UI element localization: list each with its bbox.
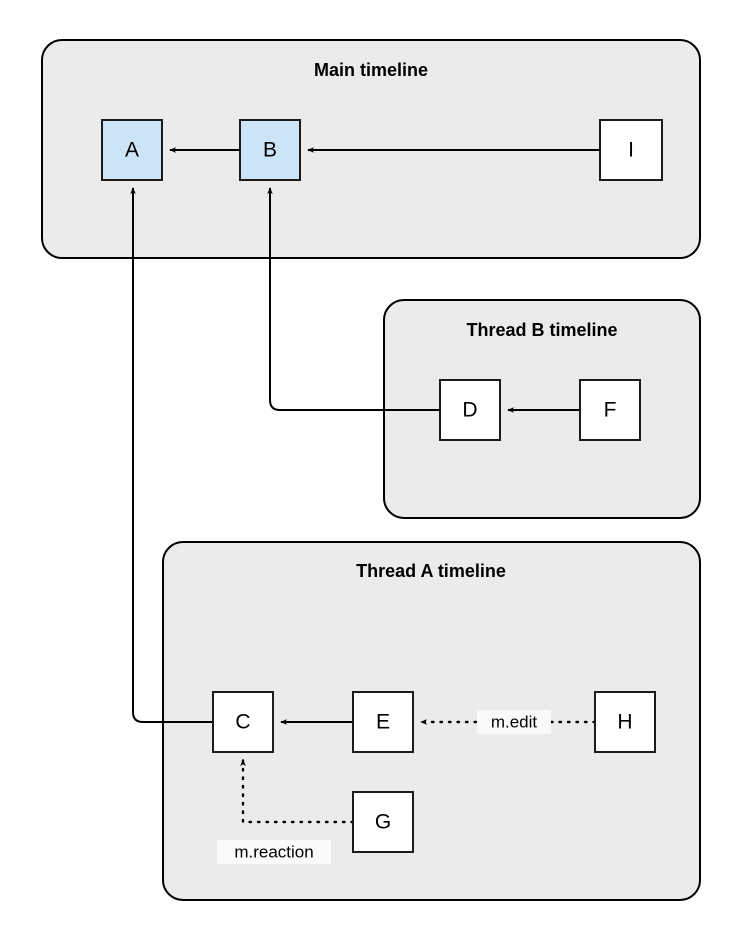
node-c-label: C (235, 711, 250, 734)
edge-label-m-reaction-text: m.reaction (234, 842, 313, 861)
node-b-box[interactable] (239, 119, 301, 181)
node-h-label: H (617, 711, 632, 734)
edge-label-m-reaction-bg (217, 840, 331, 864)
node-e[interactable]: E (352, 691, 414, 753)
node-f-label: F (604, 399, 617, 422)
node-d-label: D (462, 399, 477, 422)
node-f-box[interactable] (579, 379, 641, 441)
edge-label-m-edit-bg (477, 710, 551, 734)
node-d[interactable]: D (439, 379, 501, 441)
node-i-label: I (628, 139, 634, 162)
group-main-timeline-title: Main timeline (314, 60, 428, 80)
edge-label-m-edit-text: m.edit (491, 712, 538, 731)
node-a[interactable]: A (101, 119, 163, 181)
edge-label-m-edit: m.edit (477, 710, 551, 734)
edge-label-m-reaction: m.reaction (217, 840, 331, 864)
node-g[interactable]: G (352, 791, 414, 853)
node-c-box[interactable] (212, 691, 274, 753)
group-thread-a-timeline-title: Thread A timeline (356, 561, 506, 581)
edge-d-to-b (267, 187, 440, 411)
node-h-box[interactable] (594, 691, 656, 753)
group-thread-b-timeline-title: Thread B timeline (466, 320, 617, 340)
node-e-box[interactable] (352, 691, 414, 753)
node-b-label: B (263, 139, 277, 162)
node-a-box[interactable] (101, 119, 163, 181)
node-g-label: G (375, 811, 391, 834)
node-e-label: E (376, 711, 390, 734)
node-h[interactable]: H (594, 691, 656, 753)
node-b[interactable]: B (239, 119, 301, 181)
node-i[interactable]: I (599, 119, 663, 181)
edge-c-to-a (130, 187, 213, 723)
node-g-box[interactable] (352, 791, 414, 853)
edge-g-to-c (240, 758, 355, 824)
node-a-label: A (125, 139, 139, 162)
node-i-box[interactable] (599, 119, 663, 181)
node-c[interactable]: C (212, 691, 274, 753)
node-d-box[interactable] (439, 379, 501, 441)
node-f[interactable]: F (579, 379, 641, 441)
